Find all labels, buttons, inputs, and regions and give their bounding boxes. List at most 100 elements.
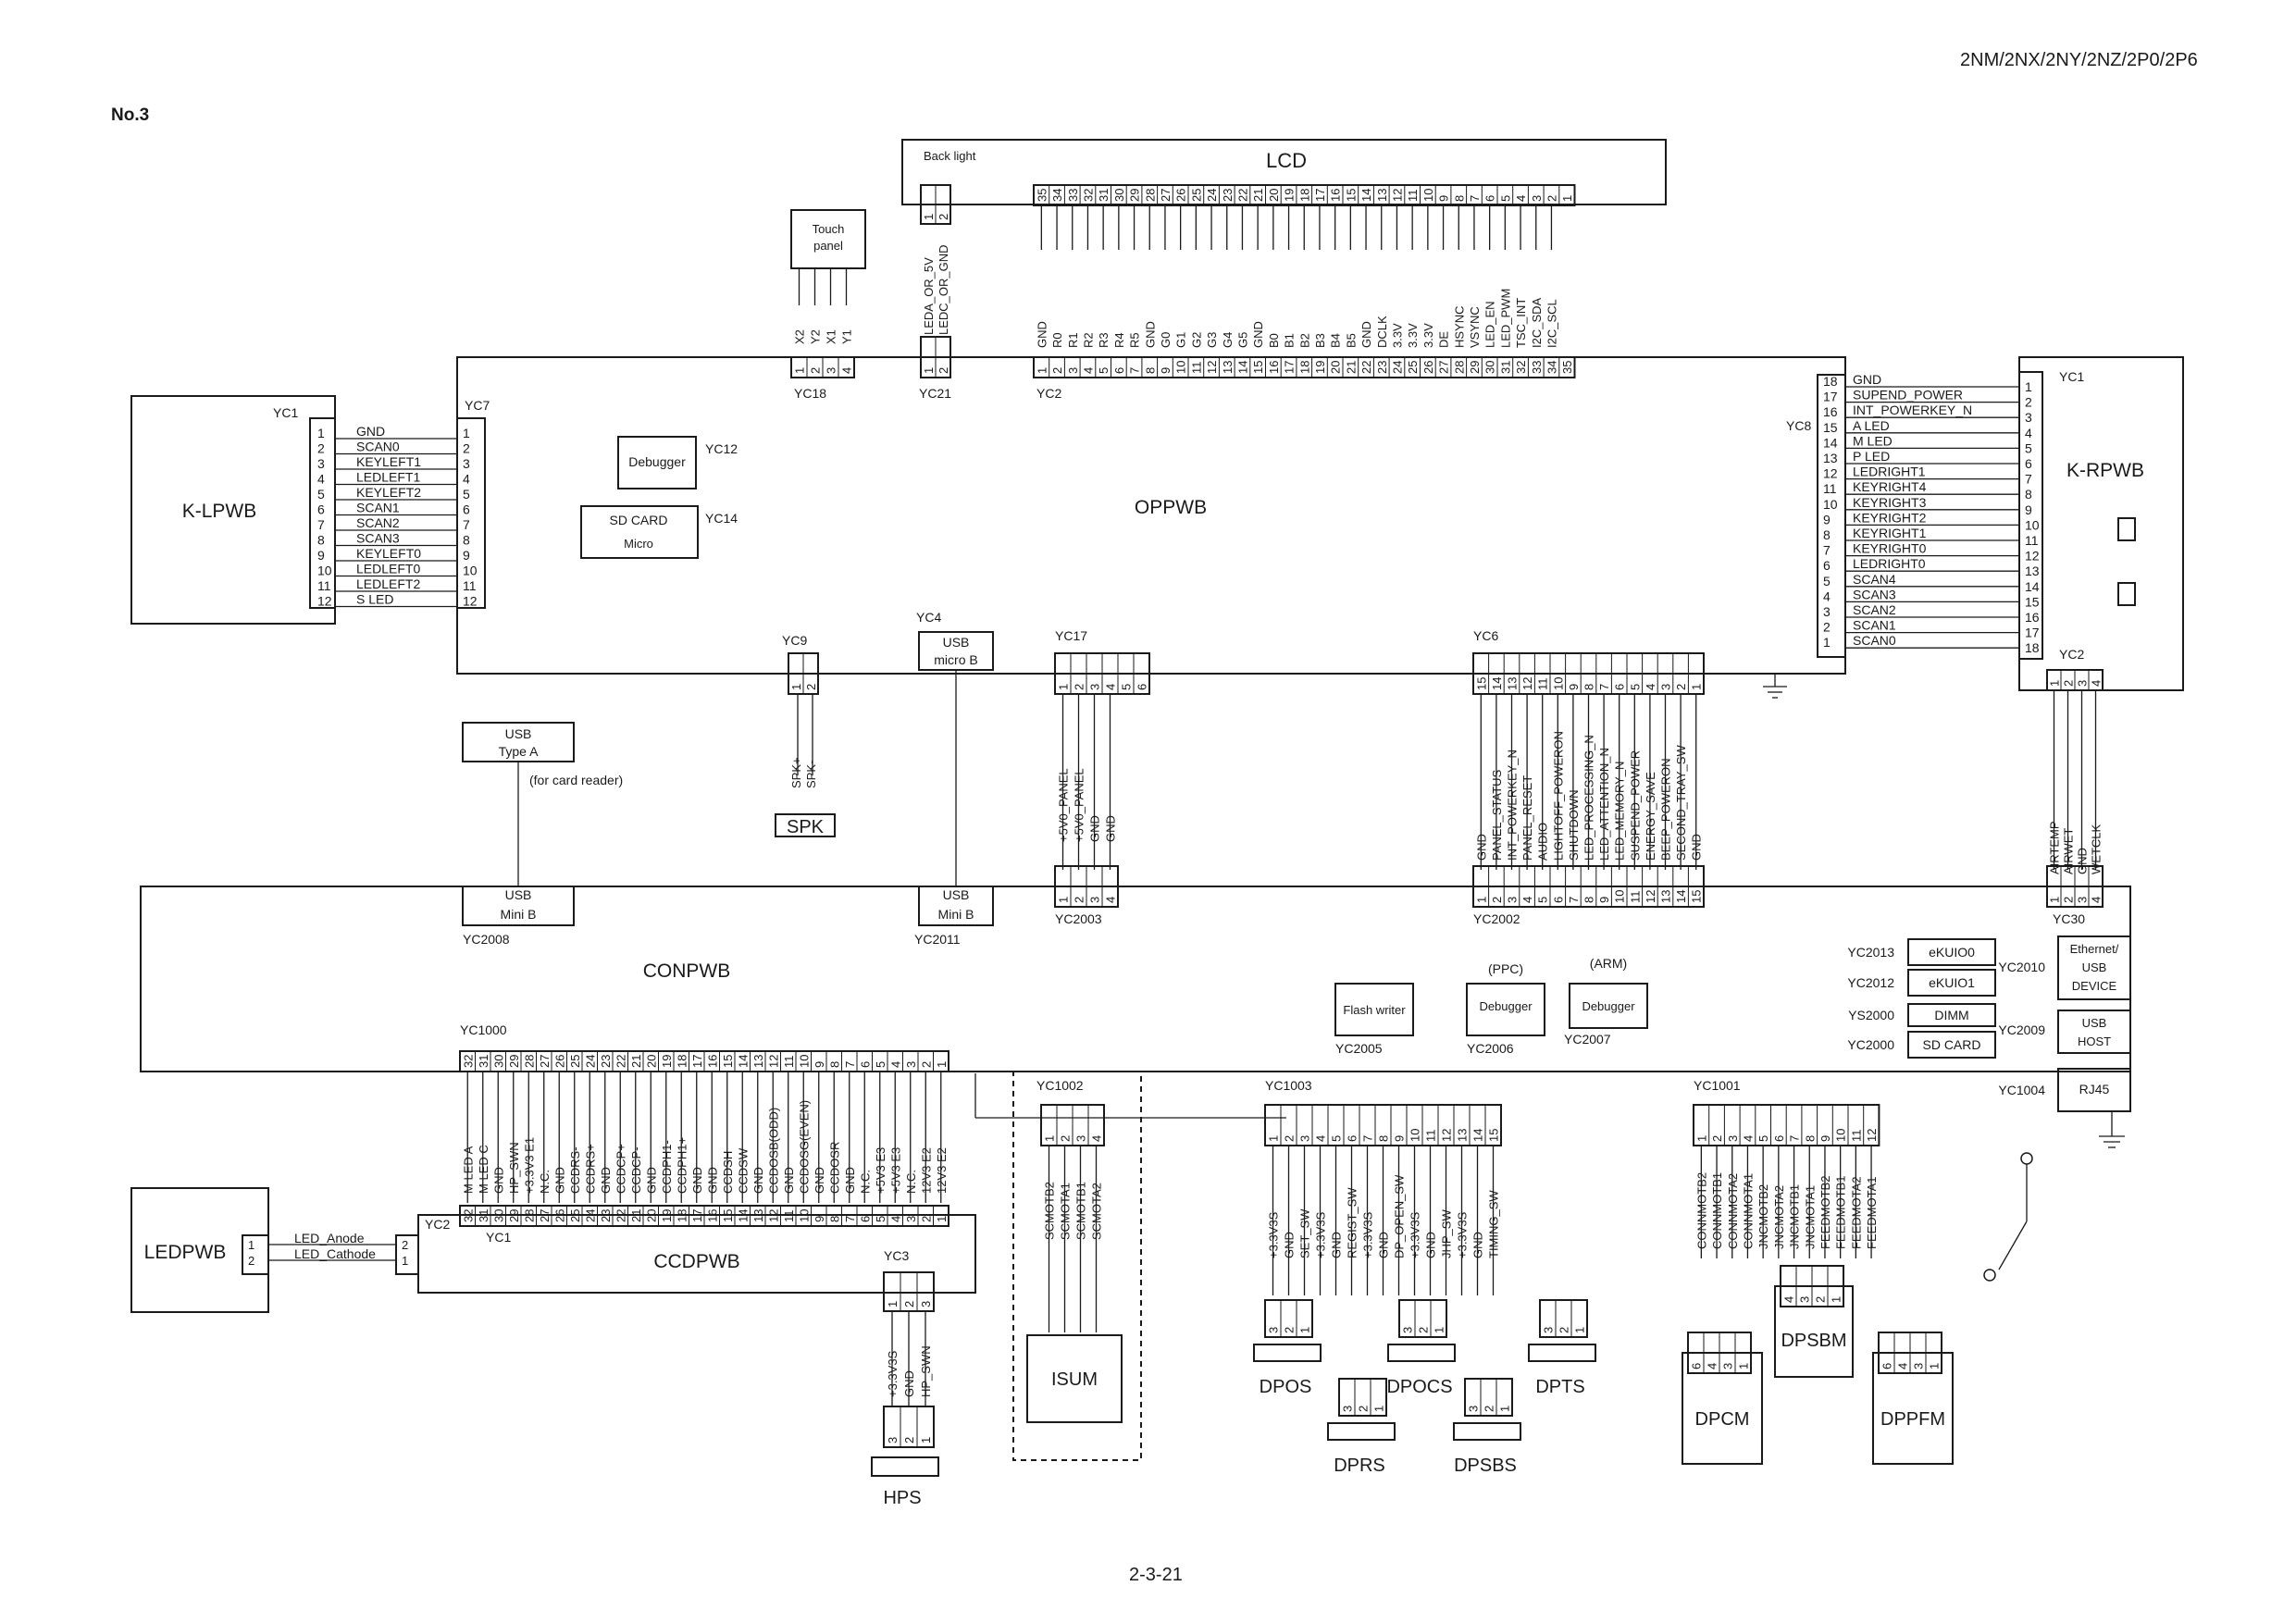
yc1000-connector-pin-number: 22 <box>614 1055 627 1068</box>
lcd-connector-pin-number: 15 <box>1344 189 1358 202</box>
ccdpwb-yc2-pin-number: 1 <box>402 1254 408 1268</box>
yc1001-signal-label: FEEDMOTA2 <box>1849 1176 1863 1249</box>
yc1000-signal-label: +5V3 E3 <box>888 1147 902 1194</box>
hps-sensor <box>871 1456 939 1477</box>
klpwb-pin-number: 10 <box>317 564 332 578</box>
krpwb-pin-number: 14 <box>2025 579 2040 594</box>
ekuio0-box <box>1907 938 1996 966</box>
yc8-signal-label: KEYRIGHT3 <box>1853 495 1927 510</box>
yc1003-label: YC1003 <box>1265 1078 1312 1093</box>
yc7-pin-number: 4 <box>463 472 470 487</box>
usb-minib-yc2008 <box>462 886 575 926</box>
yc3-connector-pin-number: 2 <box>902 1301 916 1307</box>
yc1000-signal-label: CCDOSB(ODD) <box>766 1108 780 1194</box>
lcd-connector-pin-number: 22 <box>1235 189 1249 202</box>
yc1000-signal-label: N.C. <box>538 1170 552 1194</box>
yc8-signal-label: SUPEND_POWER <box>1853 388 1963 403</box>
ccdpwb-yc1-pin-number: 10 <box>797 1209 811 1222</box>
yc1001-signal-label: FEEDMOTB2 <box>1818 1176 1832 1249</box>
lcd-connector-pin-number: 27 <box>1159 189 1173 202</box>
yc2-connector-pin-number: 25 <box>1406 361 1420 374</box>
usb-typea-label: USB <box>505 726 532 741</box>
krpwb-pin-number: 8 <box>2025 487 2032 502</box>
lcd-connector-pin-number: 3 <box>1530 195 1544 202</box>
krpwb-pin-number: 15 <box>2025 594 2040 609</box>
dpsbm-connector-pin-number: 2 <box>1814 1296 1828 1303</box>
dppfm-connector-pin-number: 6 <box>1880 1363 1894 1369</box>
yc17-label: YC17 <box>1055 628 1087 643</box>
debugger-yc12 <box>617 436 697 489</box>
yc6-signal-label: GND <box>1474 834 1488 861</box>
dpsbm-connector-pin-number: 3 <box>1798 1296 1812 1303</box>
yc1000-signal-label: M LED C <box>477 1145 490 1194</box>
dppfm-motor <box>1872 1352 1954 1465</box>
yc2-signal-label: B2 <box>1297 333 1311 348</box>
yc1001-connector-pin-number: 12 <box>1865 1129 1879 1142</box>
yc2002-connector-pin-number: 5 <box>1536 897 1550 903</box>
yc30-connector-pin-number: 4 <box>2090 897 2104 903</box>
yc2002-connector-pin-number: 6 <box>1551 897 1565 903</box>
dpts-label: DPTS <box>1535 1377 1584 1397</box>
yc8-pin-number: 5 <box>1823 574 1831 588</box>
yc1000-connector-pin-number: 12 <box>766 1055 780 1068</box>
yc2-connector-pin-number: 2 <box>1050 367 1064 374</box>
yc8-signal-label: LEDRIGHT1 <box>1853 465 1926 479</box>
lcd-connector-pin-number: 18 <box>1297 189 1311 202</box>
dppfm-label: DPPFM <box>1880 1409 1945 1430</box>
sdcard-yc2000-id: YC2000 <box>1847 1037 1894 1052</box>
debugger-arm-label: Debugger <box>1582 999 1635 1013</box>
lcd-connector-pin-number: 25 <box>1189 189 1203 202</box>
dpsbs-connector <box>1464 1378 1513 1417</box>
yc2002-label: YC2002 <box>1473 911 1520 926</box>
yc4-label: YC4 <box>916 610 941 625</box>
dpsbs-connector-pin-number: 2 <box>1483 1406 1496 1412</box>
lcd-connector-pin-number: 14 <box>1359 189 1373 202</box>
klpwb-signal-label: KEYLEFT0 <box>356 546 421 561</box>
klpwb-signal-label: S LED <box>356 592 393 607</box>
yc17-connector-pin-number: 6 <box>1136 684 1149 690</box>
yc1002-signal-label: SCMOTB1 <box>1074 1182 1088 1240</box>
yc6-connector-pin-number: 10 <box>1551 677 1565 690</box>
yc2003-connector-pin-number: 3 <box>1088 897 1102 903</box>
isum-label: ISUM <box>1051 1369 1098 1390</box>
lcd-connector-pin-number: 7 <box>1468 195 1482 202</box>
dpocs-sensor <box>1387 1344 1456 1362</box>
yc8-pin-number: 14 <box>1823 435 1838 450</box>
yc18-signal-label: X1 <box>825 329 838 344</box>
yc1000-connector-pin-number: 13 <box>751 1055 765 1068</box>
yc1000-connector-pin-number: 15 <box>721 1055 735 1068</box>
yc6-connector-pin-number: 15 <box>1474 677 1488 690</box>
yc1000-connector-pin-number: 1 <box>935 1061 949 1068</box>
test-lead <box>1998 1220 2028 1270</box>
yc1000-connector-pin-number: 19 <box>660 1055 674 1068</box>
yc2-connector-pin-number: 26 <box>1421 361 1435 374</box>
usb-minib-sub: Mini B <box>501 907 537 922</box>
dpcm-connector-pin-number: 3 <box>1721 1363 1735 1369</box>
yc1001-connector-pin-number: 4 <box>1741 1135 1755 1142</box>
ccdpwb-yc1-pin-number: 16 <box>705 1209 719 1222</box>
yc2-signal-label: GND <box>1251 321 1265 348</box>
yc2-connector-pin-number: 8 <box>1143 367 1157 374</box>
yc1000-signal-label: M LED A <box>461 1146 475 1194</box>
yc1000-connector-pin-number: 23 <box>599 1055 613 1068</box>
yc18-connector-pin-number: 1 <box>793 367 807 374</box>
dimm-id: YS2000 <box>1848 1008 1894 1022</box>
yc8-signal-label: SCAN2 <box>1853 602 1896 617</box>
yc2-signal-label: GND <box>1143 321 1157 348</box>
yc1001-connector-pin-number: 9 <box>1818 1135 1832 1142</box>
yc1002-label: YC1002 <box>1036 1078 1084 1093</box>
yc2-connector <box>1033 356 1576 378</box>
oppwb-title: OPPWB <box>1135 497 1207 518</box>
klpwb-signal-label: SCAN1 <box>356 501 400 515</box>
yc7-pin-number: 11 <box>463 578 477 593</box>
ccdpwb-yc1-label: YC1 <box>486 1230 511 1245</box>
yc1001-signal-label: JNCMOTA1 <box>1803 1185 1817 1249</box>
yc2011-label: YC2011 <box>914 932 961 947</box>
yc21-connector-pin-number: 1 <box>922 367 936 374</box>
yc1000-connector-pin-number: 28 <box>522 1055 536 1068</box>
yc2002-connector-pin-number: 9 <box>1597 897 1611 903</box>
yc1002-connector-pin-number: 2 <box>1059 1135 1073 1142</box>
klpwb-pin-number: 11 <box>317 578 331 593</box>
yc3-signal-label: +3.3V3S <box>886 1350 900 1397</box>
ledpwb-pin-number: 2 <box>248 1254 254 1268</box>
